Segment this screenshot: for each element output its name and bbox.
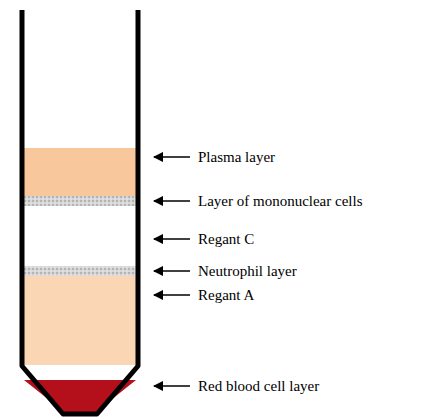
leader-arrow bbox=[154, 156, 190, 157]
leader-arrow bbox=[154, 385, 190, 386]
layer-label: Layer of mononuclear cells bbox=[198, 192, 363, 210]
layer-label: Plasma layer bbox=[198, 148, 275, 166]
tube-wall bbox=[22, 10, 138, 414]
leader-arrows bbox=[154, 157, 190, 386]
leader-arrow bbox=[154, 200, 190, 201]
reagent-c-fill bbox=[24, 206, 136, 266]
neutrophil-band bbox=[24, 266, 136, 276]
reagent-a-fill bbox=[24, 276, 136, 365]
plasma-fill bbox=[24, 148, 136, 196]
layer-label: Regant A bbox=[198, 286, 254, 304]
leader-arrow bbox=[154, 238, 190, 239]
leader-arrow bbox=[154, 270, 190, 271]
mononuclear-band bbox=[24, 196, 136, 206]
leader-arrow bbox=[154, 294, 190, 295]
layer-label: Red blood cell layer bbox=[198, 377, 319, 395]
layer-label: Neutrophil layer bbox=[198, 262, 297, 280]
layer-label: Regant C bbox=[198, 230, 254, 248]
